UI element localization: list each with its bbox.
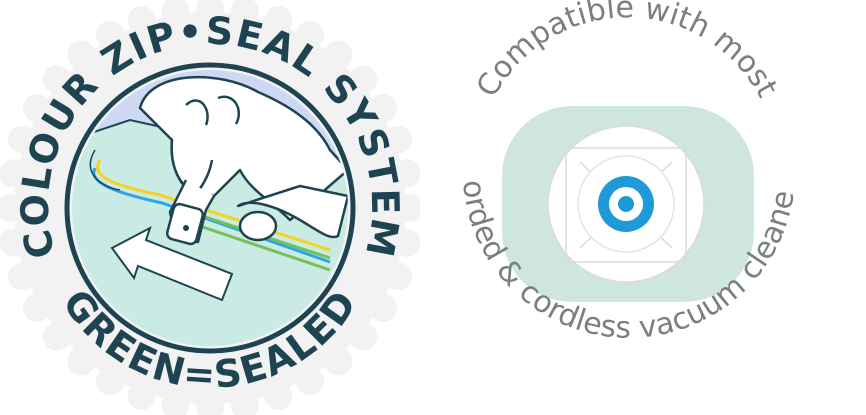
zip-pull-icon bbox=[165, 202, 205, 246]
zip-seal-badge: COLOUR ZIP•SEAL SYSTEM GREEN=SEALED bbox=[0, 0, 420, 415]
badge-ring bbox=[64, 62, 356, 354]
compat-top-text: Compatible with most bbox=[470, 0, 785, 103]
zip-seal-graphic: COLOUR ZIP•SEAL SYSTEM GREEN=SEALED bbox=[0, 0, 420, 415]
compatibility-graphic: Compatible with most corded & cordless v… bbox=[430, 0, 802, 346]
arrow-icon bbox=[110, 225, 234, 302]
target-icon bbox=[598, 176, 654, 232]
compatibility-badge: Compatible with most corded & cordless v… bbox=[430, 0, 866, 415]
